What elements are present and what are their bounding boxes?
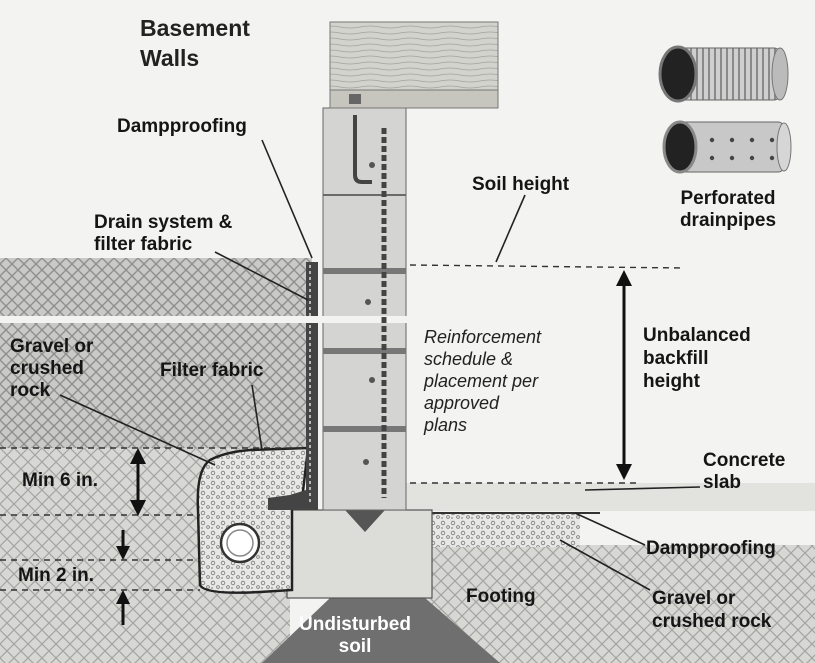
label-undisturbed-2: soil xyxy=(338,636,372,657)
unbalanced-height-arrow xyxy=(616,270,632,480)
guide-lines xyxy=(0,264,686,591)
label-dampproofing-bottom: Dampproofing xyxy=(646,538,776,559)
mortar-band-3 xyxy=(323,426,406,432)
label-concrete-slab-2: slab xyxy=(703,472,742,493)
label-perforated-2: drainpipes xyxy=(679,210,777,231)
mortar-band xyxy=(323,268,406,274)
label-dampproofing-top: Dampproofing xyxy=(117,116,247,137)
label-min-6: Min 6 in. xyxy=(22,470,98,491)
title-line-2: Walls xyxy=(140,45,200,71)
label-reinforcement-5: plans xyxy=(424,415,468,435)
sill-plate xyxy=(329,89,499,109)
title-line-1: Basement xyxy=(140,15,250,41)
label-gravel-right-1: Gravel or xyxy=(652,588,736,609)
leader-lines xyxy=(59,139,701,591)
label-min-2: Min 2 in. xyxy=(18,565,94,586)
label-perforated-1: Perforated xyxy=(680,188,776,209)
break-line xyxy=(0,316,420,323)
label-reinforcement-3: placement per xyxy=(424,371,539,391)
gravel-under-slab xyxy=(430,512,580,547)
footing-key xyxy=(345,510,385,532)
label-undisturbed-1: Undisturbed xyxy=(299,614,411,635)
filter-fabric-membrane xyxy=(268,262,318,510)
label-concrete-slab-1: Concrete xyxy=(703,450,786,471)
gravel-pocket xyxy=(196,446,310,594)
label-reinforcement-2: schedule & xyxy=(424,349,514,369)
block-cores xyxy=(363,162,375,465)
label-unbalanced-1: Unbalanced xyxy=(643,325,751,346)
min-6-arrow xyxy=(130,448,146,516)
label-unbalanced-3: height xyxy=(643,371,700,392)
label-reinforcement-1: Reinforcement xyxy=(424,327,542,347)
anchor-nut xyxy=(349,94,361,104)
label-gravel-left-3: rock xyxy=(10,380,51,401)
label-drain-system-1: Drain system & xyxy=(94,212,233,233)
label-filter-fabric: Filter fabric xyxy=(160,360,264,381)
concrete-slab xyxy=(405,483,815,511)
backfill-soil xyxy=(0,258,312,448)
mortar-band-2 xyxy=(323,348,406,354)
label-reinforcement-4: approved xyxy=(424,393,500,413)
anchor-bolt xyxy=(353,115,372,184)
drainpipe-illustration xyxy=(658,45,792,174)
label-unbalanced-2: backfill xyxy=(643,348,709,369)
label-footing: Footing xyxy=(466,586,536,607)
drainpipe-inner xyxy=(226,529,254,557)
label-gravel-left-2: crushed xyxy=(10,358,84,379)
label-drain-system-2: filter fabric xyxy=(94,234,193,255)
undisturbed-soil-shape xyxy=(262,598,500,663)
label-gravel-right-2: crushed rock xyxy=(652,611,772,632)
label-gravel-left-1: Gravel or xyxy=(10,336,94,357)
block-wall xyxy=(322,107,407,511)
min-2-arrows xyxy=(116,530,130,625)
label-soil-height: Soil height xyxy=(472,174,570,195)
